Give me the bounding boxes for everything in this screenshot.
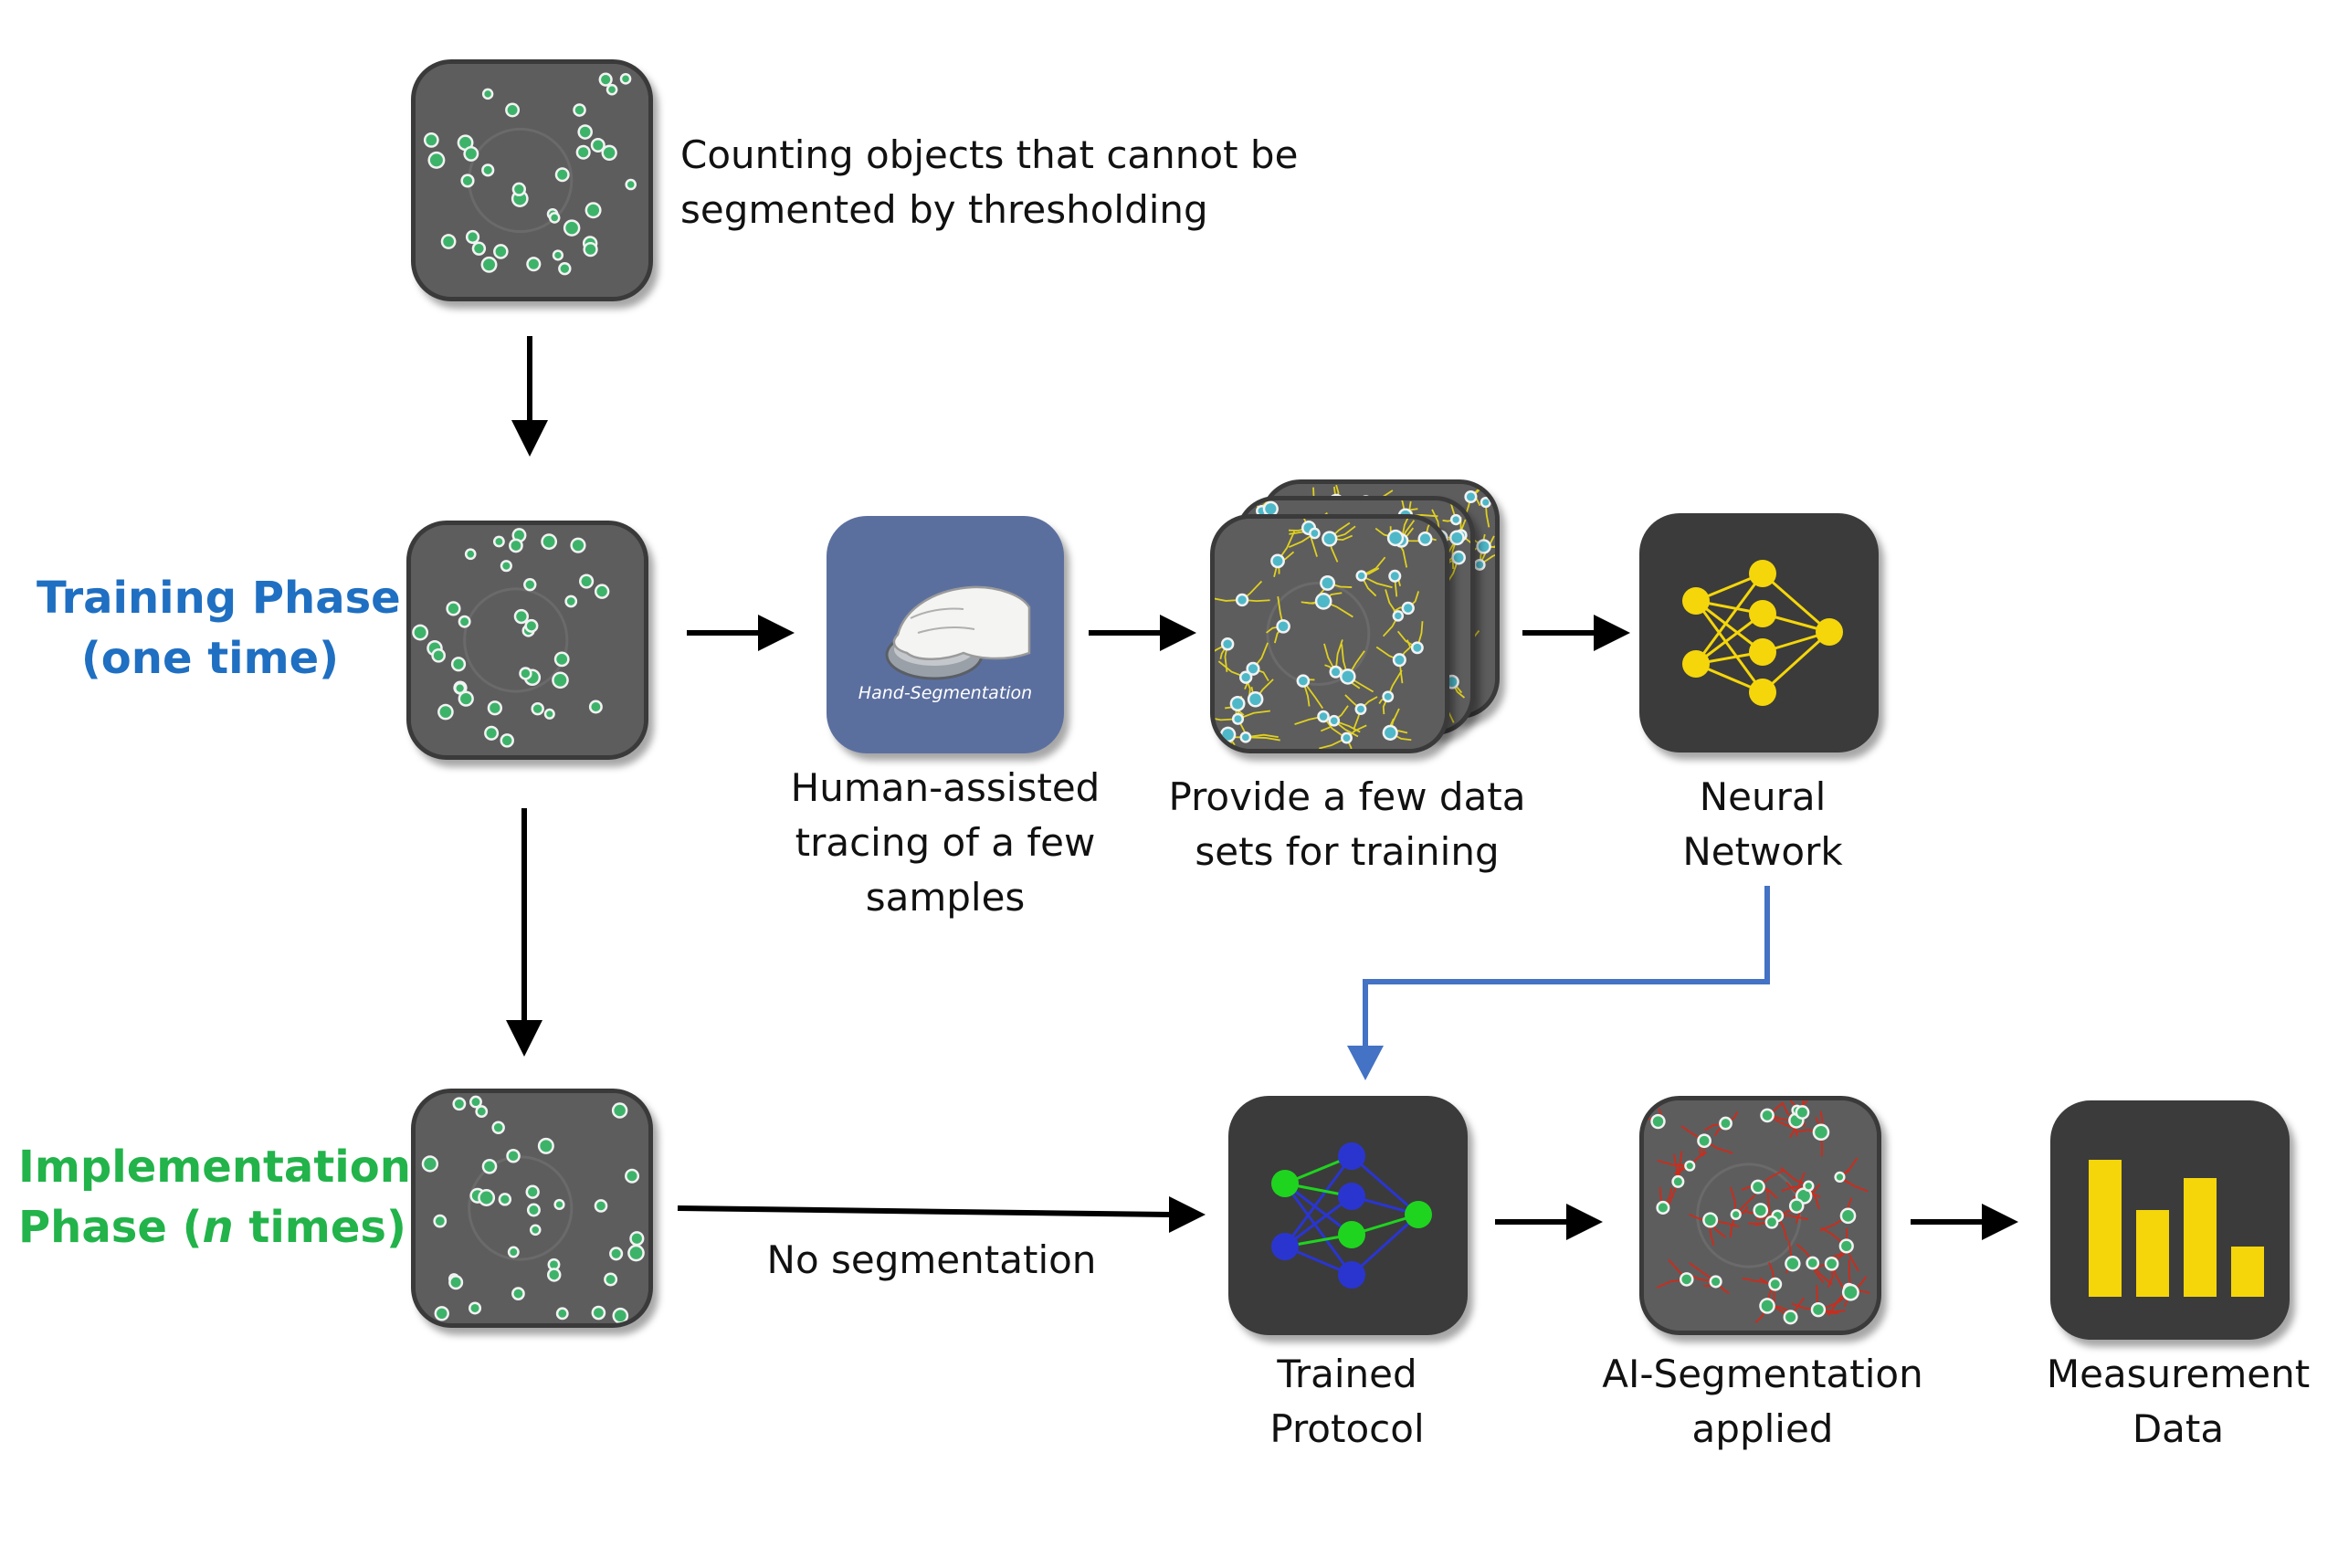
measurement-caption-line-1: Measurement xyxy=(2046,1352,2311,1396)
implementation-phase-line-2: Phase (n times) xyxy=(18,1197,406,1258)
arrow-ai-to-measurement xyxy=(1911,1204,2018,1240)
network-caption-line-1: Neural xyxy=(1699,774,1827,819)
implementation-phase-pre: Phase ( xyxy=(18,1202,203,1253)
trained-protocol-icon xyxy=(1228,1096,1468,1335)
arrow-implementation-to-trained xyxy=(677,1196,1206,1233)
training-phase-label: Training Phase (one time) xyxy=(37,568,401,689)
intro-text: Counting objects that cannot be segmente… xyxy=(680,128,1298,237)
arrow-hand-to-datasets xyxy=(1089,615,1196,651)
measurement-caption-line-2: Data xyxy=(2132,1406,2225,1451)
datasets-caption-line-2: sets for training xyxy=(1195,829,1500,874)
arrow-trained-to-ai xyxy=(1495,1204,1603,1240)
microscopy-image-training xyxy=(406,521,648,760)
arrow-training-to-implementation xyxy=(506,808,542,1057)
bar-1 xyxy=(2089,1160,2122,1297)
arrow-top-to-training xyxy=(511,336,548,457)
bar-2 xyxy=(2136,1210,2169,1297)
implementation-phase-post: times) xyxy=(233,1202,406,1253)
ai-segmentation-caption: AI-Segmentation applied xyxy=(1589,1347,1936,1457)
no-segmentation-label: No segmentation xyxy=(766,1237,1097,1282)
measurement-data-icon xyxy=(2050,1100,2290,1340)
hand-caption-line-1: Human-assisted xyxy=(790,765,1101,810)
implementation-phase-label: Implementation Phase (n times) xyxy=(18,1137,411,1258)
microscopy-image-top xyxy=(411,59,653,301)
training-datasets-stack xyxy=(1210,479,1521,781)
implementation-phase-n: n xyxy=(202,1202,234,1253)
arrow-network-to-trained xyxy=(1347,886,1770,1080)
training-phase-line-2: (one time) xyxy=(80,633,340,684)
trained-caption: Trained Protocol xyxy=(1210,1347,1484,1457)
neural-network-icon xyxy=(1639,513,1879,752)
datasets-caption: Provide a few data sets for training xyxy=(1160,770,1534,879)
implementation-phase-line-1: Implementation xyxy=(18,1142,411,1193)
hand-segmentation-label: Hand-Segmentation xyxy=(858,683,1032,703)
ai-segmentation-image xyxy=(1639,1096,1881,1335)
network-caption-line-2: Network xyxy=(1682,829,1843,874)
intro-line-2: segmented by thresholding xyxy=(680,187,1208,232)
microscopy-image-implementation xyxy=(411,1089,653,1328)
arrow-training-to-hand xyxy=(687,615,795,651)
bar-4 xyxy=(2231,1247,2264,1297)
datasets-caption-line-1: Provide a few data xyxy=(1168,774,1526,819)
ai-segmentation-caption-line-1: AI-Segmentation xyxy=(1602,1352,1923,1396)
arrow-datasets-to-network xyxy=(1522,615,1630,651)
ai-segmentation-caption-line-2: applied xyxy=(1691,1406,1834,1451)
trained-caption-line-1: Trained xyxy=(1277,1352,1417,1396)
trained-caption-line-2: Protocol xyxy=(1269,1406,1425,1451)
hand-caption: Human-assisted tracing of a few samples xyxy=(763,761,1128,925)
measurement-caption: Measurement Data xyxy=(2027,1347,2329,1457)
bar-3 xyxy=(2184,1178,2217,1297)
hand-caption-line-2: tracing of a few xyxy=(795,820,1096,865)
intro-line-1: Counting objects that cannot be xyxy=(680,132,1299,177)
dataset-card-front xyxy=(1210,514,1449,753)
hand-caption-line-3: samples xyxy=(865,875,1026,920)
training-phase-line-1: Training Phase xyxy=(37,573,401,624)
network-caption: Neural Network xyxy=(1621,770,1904,879)
hand-segmentation-icon: Hand-Segmentation xyxy=(827,516,1064,753)
